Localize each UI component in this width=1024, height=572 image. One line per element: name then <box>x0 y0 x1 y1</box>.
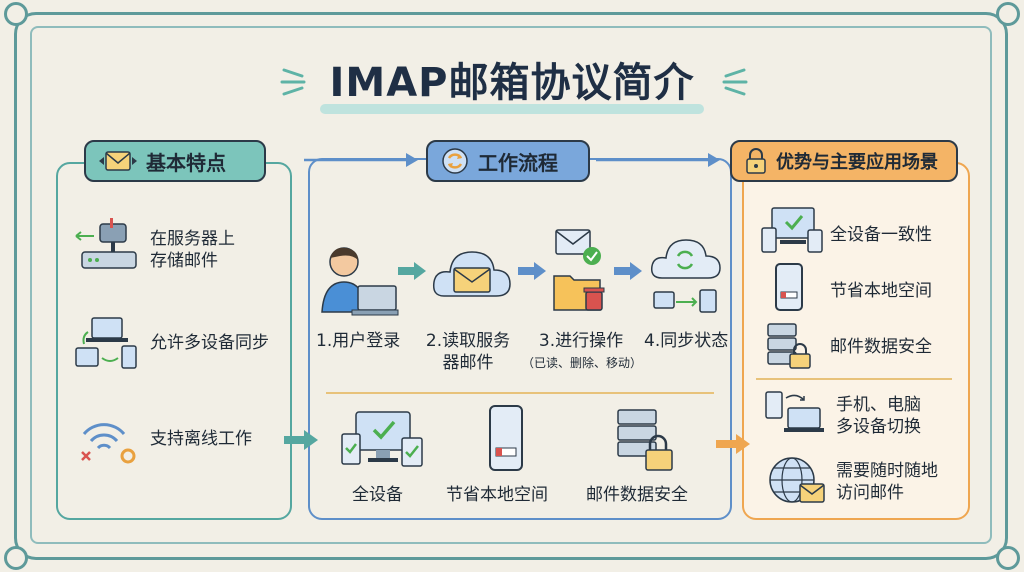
flow-arrow <box>284 430 318 450</box>
scenario-multi-device: 手机、电脑 多设备切换 <box>836 394 921 438</box>
feature-text: 在服务器上 <box>150 229 235 249</box>
divider <box>756 378 952 380</box>
server-lock-icon <box>617 409 673 471</box>
workflow-title: 工作流程 <box>478 150 558 175</box>
flow-arrow <box>518 262 546 280</box>
advantage-text: 邮件数据安全 <box>830 337 932 357</box>
server-lock-icon <box>767 323 811 369</box>
flow-arrow <box>398 262 426 280</box>
benefit-text: 全设备 <box>352 485 403 505</box>
scenario-text: 需要随时随地 <box>836 461 938 481</box>
step-text: 4.同步状态 <box>644 331 729 351</box>
scenario-text: 访问邮件 <box>836 483 904 503</box>
benefit-security: 邮件数据安全 <box>586 484 688 506</box>
all-devices-check-icon <box>761 207 823 253</box>
advantages-heading: 优势与主要应用场景 <box>730 140 958 182</box>
benefit-save-space: 节省本地空间 <box>446 484 548 506</box>
phone-storage-icon <box>489 405 523 471</box>
scenario-text: 手机、电脑 <box>836 395 921 415</box>
advantage-text: 节省本地空间 <box>830 281 932 301</box>
feature-server-storage: 在服务器上 存储邮件 <box>150 228 235 272</box>
divider <box>326 392 714 394</box>
flow-arrow <box>716 434 750 454</box>
mail-folder-trash-icon <box>553 229 605 311</box>
step-note: （已读、删除、移动） <box>522 356 643 370</box>
sparkle-icon <box>280 68 306 96</box>
outer-frame <box>14 12 1008 560</box>
step-login: 1.用户登录 <box>316 330 400 352</box>
sparkle-icon <box>722 68 748 96</box>
feature-text: 允许多设备同步 <box>150 333 269 353</box>
all-devices-check-icon <box>341 411 423 467</box>
phone-storage-icon <box>775 263 803 311</box>
step-text: 3.进行操作 <box>538 331 624 351</box>
step-sync: 4.同步状态 <box>644 330 728 352</box>
frame-corner <box>4 2 28 26</box>
feature-text: 支持离线工作 <box>150 429 252 449</box>
basic-features-title: 基本特点 <box>146 150 226 175</box>
advantage-text: 全设备一致性 <box>830 225 932 245</box>
phone-laptop-switch-icon <box>765 391 824 432</box>
offline-wifi-icon <box>81 423 136 464</box>
scenario-text: 多设备切换 <box>836 417 921 437</box>
advantage-consistency: 全设备一致性 <box>830 224 932 246</box>
sync-icon <box>442 148 468 174</box>
feature-multi-device: 允许多设备同步 <box>150 332 269 354</box>
benefit-all-devices: 全设备 <box>352 484 403 506</box>
basic-features-heading: 基本特点 <box>84 140 266 182</box>
step-text: 2.读取服务 <box>425 331 511 351</box>
step-operate: 3.进行操作 （已读、删除、移动） <box>522 330 643 374</box>
cloud-sync-devices-icon <box>650 239 721 313</box>
feature-offline: 支持离线工作 <box>150 428 252 450</box>
cloud-mail-icon <box>432 251 511 297</box>
page-title: IMAP邮箱协议简介 <box>312 50 713 114</box>
flow-arrow <box>614 262 642 280</box>
workflow-heading: 工作流程 <box>426 140 590 182</box>
step-text: 1.用户登录 <box>316 331 401 351</box>
frame-corner <box>996 546 1020 570</box>
envelope-arrows-icon <box>99 151 137 171</box>
step-read: 2.读取服务 器邮件 <box>420 330 516 374</box>
frame-corner <box>996 2 1020 26</box>
title-area: IMAP邮箱协议简介 <box>0 50 1024 114</box>
user-login-icon <box>321 247 399 316</box>
flow-arrow <box>304 153 418 167</box>
lock-icon <box>746 148 766 174</box>
step-text: 器邮件 <box>442 353 494 373</box>
advantage-security: 邮件数据安全 <box>830 336 932 358</box>
frame-corner <box>4 546 28 570</box>
scenario-anywhere: 需要随时随地 访问邮件 <box>836 460 938 504</box>
feature-text: 存储邮件 <box>150 251 218 271</box>
advantage-save-space: 节省本地空间 <box>830 280 932 302</box>
benefit-text: 邮件数据安全 <box>586 485 688 505</box>
advantages-title: 优势与主要应用场景 <box>776 152 938 173</box>
inner-frame <box>30 26 992 544</box>
flow-arrow <box>596 153 720 167</box>
page-title-text: IMAP邮箱协议简介 <box>329 60 695 106</box>
mail-server-icon <box>75 218 137 269</box>
globe-mail-icon <box>769 457 825 503</box>
multi-device-sync-icon <box>75 317 137 369</box>
benefit-text: 节省本地空间 <box>446 485 548 505</box>
